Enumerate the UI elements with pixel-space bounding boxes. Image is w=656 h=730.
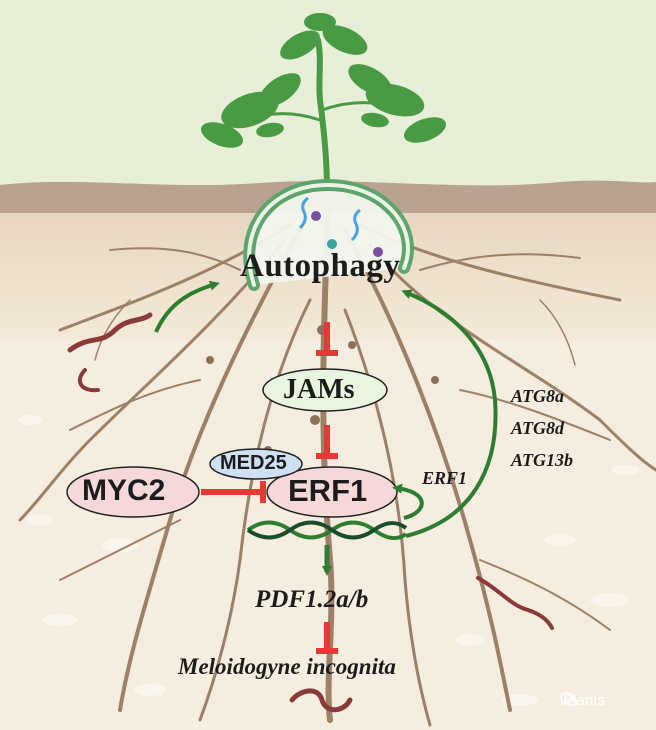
inhibit-myc2-erf1	[201, 481, 266, 503]
nematode-icon	[67, 312, 153, 353]
pdf-label: PDF1.2a/b	[255, 586, 369, 613]
feedback-arrow-erf1	[392, 483, 424, 520]
atg8a-label: ATG8a	[511, 386, 565, 406]
wechat-icon	[560, 692, 578, 707]
nematode-icon	[77, 368, 100, 393]
inhibit-pdf-meloidogyne	[316, 622, 338, 654]
watermark: iPlants	[560, 692, 605, 709]
autophagy-label: Autophagy	[240, 248, 401, 284]
jams-label: JAMs	[283, 374, 355, 405]
erf1-feedback-label: ERF1	[422, 468, 468, 488]
meloidogyne-label: Meloidogyne incognita	[178, 654, 396, 679]
watermark-text: iPlants	[560, 692, 606, 709]
erf1-label: ERF1	[288, 473, 368, 508]
nematode-icon	[289, 688, 353, 713]
soil-speckles	[18, 415, 639, 706]
plant-icon	[200, 13, 447, 193]
atg13b-label: ATG13b	[511, 450, 574, 470]
med25-node	[209, 448, 303, 480]
activation-arrow-atg-autophagy	[401, 289, 498, 538]
myc2-node	[66, 466, 200, 518]
nematode-icon	[476, 576, 554, 630]
inhibit-jams-erf1	[316, 425, 338, 459]
atg8d-label: ATG8d	[511, 418, 565, 438]
med25-label: MED25	[220, 452, 287, 474]
autophagosome-icon	[243, 178, 414, 291]
inhibit-autophagy-jams	[316, 322, 338, 356]
dna-helix-icon	[246, 520, 408, 541]
myc2-label: MYC2	[82, 474, 166, 507]
jams-node	[262, 368, 388, 412]
activation-arrow-worm-autophagy	[154, 280, 220, 333]
